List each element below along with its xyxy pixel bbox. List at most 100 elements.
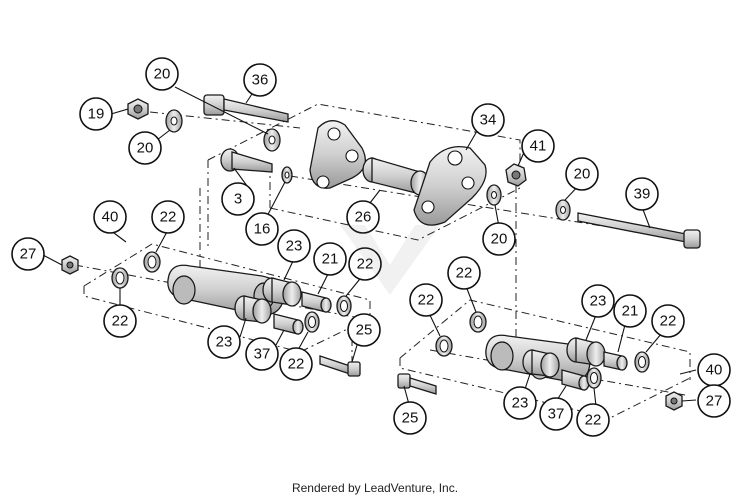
washer-20-right-a [486, 184, 502, 206]
bearing-23-right-a [566, 337, 606, 367]
nut-19 [127, 98, 149, 120]
callout-40-right: 40 [697, 353, 731, 387]
watermark-logo [340, 225, 440, 295]
callout-37-right: 37 [539, 397, 573, 431]
bolt-3 [220, 148, 273, 173]
svg-text:23: 23 [590, 293, 607, 310]
bolt-36 [203, 94, 289, 123]
svg-text:22: 22 [112, 313, 129, 330]
callout-20-top: 20 [145, 57, 179, 91]
svg-text:22: 22 [418, 292, 435, 309]
bracket-34 [413, 145, 487, 226]
callout-21-right: 21 [613, 294, 647, 328]
svg-text:19: 19 [88, 106, 105, 123]
washer-22-right-d [586, 367, 602, 389]
callout-16: 16 [245, 212, 279, 246]
callout-23-left-top: 23 [277, 229, 311, 263]
bearing-23-left-a [262, 277, 302, 307]
svg-text:25: 25 [356, 322, 373, 339]
callout-40-left: 40 [93, 200, 127, 234]
washer-22-left-b [143, 251, 161, 273]
callout-3: 3 [221, 182, 255, 216]
washer-16 [281, 166, 293, 184]
callout-27-left: 27 [11, 237, 45, 271]
spacer-37-left [273, 313, 304, 335]
callout-22-right-lower: 22 [576, 403, 610, 437]
svg-text:23: 23 [512, 395, 529, 412]
svg-text:26: 26 [355, 209, 372, 226]
washer-22-left-a [111, 267, 129, 289]
svg-text:20: 20 [154, 66, 171, 83]
svg-text:22: 22 [456, 265, 473, 282]
callout-36: 36 [243, 63, 277, 97]
nut-27-left [61, 255, 79, 275]
callout-22-left-lower: 22 [279, 347, 313, 381]
callout-41: 41 [521, 129, 555, 163]
svg-text:3: 3 [234, 191, 242, 208]
svg-text:16: 16 [254, 221, 271, 238]
callout-26: 26 [346, 200, 380, 234]
svg-text:20: 20 [137, 140, 154, 157]
bolt-39 [577, 212, 701, 249]
svg-text:22: 22 [288, 356, 305, 373]
svg-text:41: 41 [530, 138, 547, 155]
callout-25-left: 25 [347, 313, 381, 347]
svg-text:21: 21 [322, 251, 339, 268]
svg-text:25: 25 [402, 410, 419, 427]
callout-20-upper-left: 20 [128, 131, 162, 165]
svg-text:22: 22 [660, 313, 677, 330]
washer-22-right-a [435, 335, 453, 357]
callouts: 20 36 19 20 34 41 20 39 3 16 26 20 40 22… [11, 57, 731, 437]
washer-22-right-b [469, 311, 487, 333]
svg-text:23: 23 [286, 238, 303, 255]
nut-41 [505, 163, 527, 187]
washer-22-left-c [336, 295, 352, 317]
svg-text:27: 27 [20, 246, 37, 263]
svg-text:39: 39 [634, 186, 651, 203]
svg-text:36: 36 [252, 72, 269, 89]
svg-text:23: 23 [216, 334, 233, 351]
callout-27-right: 27 [697, 384, 731, 418]
callout-23-right-top: 23 [581, 284, 615, 318]
svg-text:37: 37 [548, 406, 565, 423]
washer-22-right-c [634, 351, 650, 373]
bearing-23-left-b [234, 295, 272, 324]
callout-22-left-right: 22 [348, 247, 382, 281]
spacer-37-right [561, 369, 590, 391]
svg-text:21: 21 [622, 303, 639, 320]
svg-text:37: 37 [254, 346, 271, 363]
svg-text:27: 27 [706, 393, 723, 410]
bearing-23-right-b [522, 349, 560, 378]
assembly-boundary-right [399, 299, 691, 419]
svg-text:20: 20 [491, 231, 508, 248]
callout-23-right-bottom: 23 [503, 386, 537, 420]
svg-text:40: 40 [102, 209, 119, 226]
svg-text:22: 22 [357, 256, 374, 273]
svg-text:22: 22 [160, 209, 177, 226]
callout-39: 39 [625, 177, 659, 211]
callout-22-left-top: 22 [151, 200, 185, 234]
washer-22-left-d [304, 311, 320, 333]
spacer-21-right [603, 351, 628, 371]
svg-text:22: 22 [585, 412, 602, 429]
callout-20-right-upper: 20 [565, 157, 599, 191]
svg-text:40: 40 [706, 362, 723, 379]
callout-25-right: 25 [393, 401, 427, 435]
callout-22-right-left: 22 [409, 283, 443, 317]
washer-20-right-b [555, 199, 571, 221]
render-credit: Rendered by LeadVenture, Inc. [291, 481, 459, 495]
callout-20-right-lower: 20 [482, 222, 516, 256]
washer-20-upper-mid [263, 128, 281, 152]
spacer-21-left [301, 291, 332, 313]
svg-text:20: 20 [574, 166, 591, 183]
callout-34: 34 [471, 103, 505, 137]
callout-19: 19 [79, 97, 113, 131]
nut-27-right [665, 391, 683, 411]
callout-21-left: 21 [313, 242, 347, 276]
callout-22-left-bottom: 22 [103, 304, 137, 338]
callout-22-right-top: 22 [447, 256, 481, 290]
washer-20-upper-left [165, 109, 183, 133]
bolt-25-left [319, 355, 361, 377]
callout-22-right-right: 22 [651, 304, 685, 338]
